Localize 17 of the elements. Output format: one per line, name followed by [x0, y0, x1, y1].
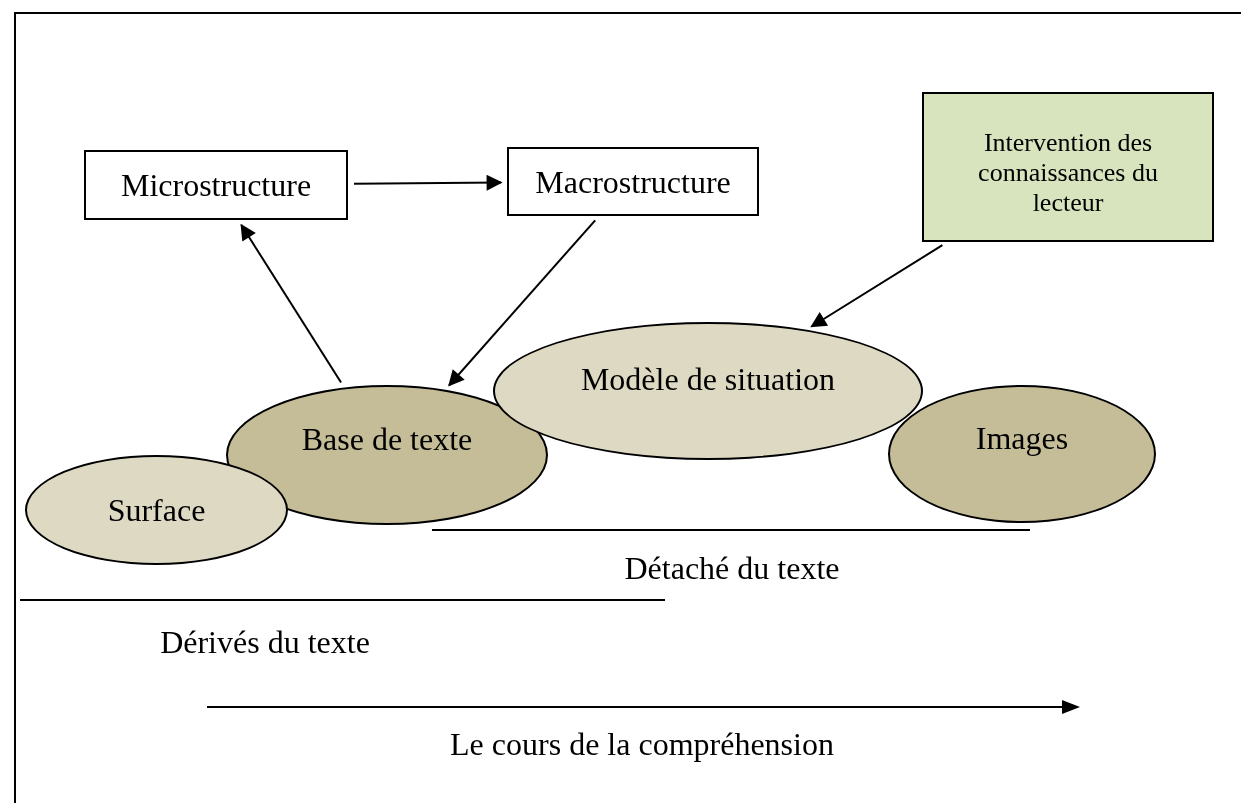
arrow [240, 223, 343, 384]
node-label: Surface [107, 491, 206, 530]
node-label: Microstructure [120, 166, 312, 205]
arrow [810, 244, 944, 328]
node-label: Macrostructure [535, 162, 731, 202]
knowledge-box [922, 92, 1214, 242]
node-label: Modèle de situation [580, 360, 836, 399]
arrow [353, 174, 503, 191]
node-label: Intervention des connaissances du lecteur [977, 128, 1159, 218]
node-label: Base de texte [301, 420, 473, 459]
process-box [507, 147, 759, 216]
bracket-label: Dérivés du texte [159, 623, 371, 662]
bracket-label: Détaché du texte [623, 549, 841, 588]
process-box [84, 150, 348, 220]
bracket-label: Le cours de la compréhension [449, 725, 835, 764]
node-label: Images [975, 419, 1069, 458]
arrow [448, 219, 597, 387]
